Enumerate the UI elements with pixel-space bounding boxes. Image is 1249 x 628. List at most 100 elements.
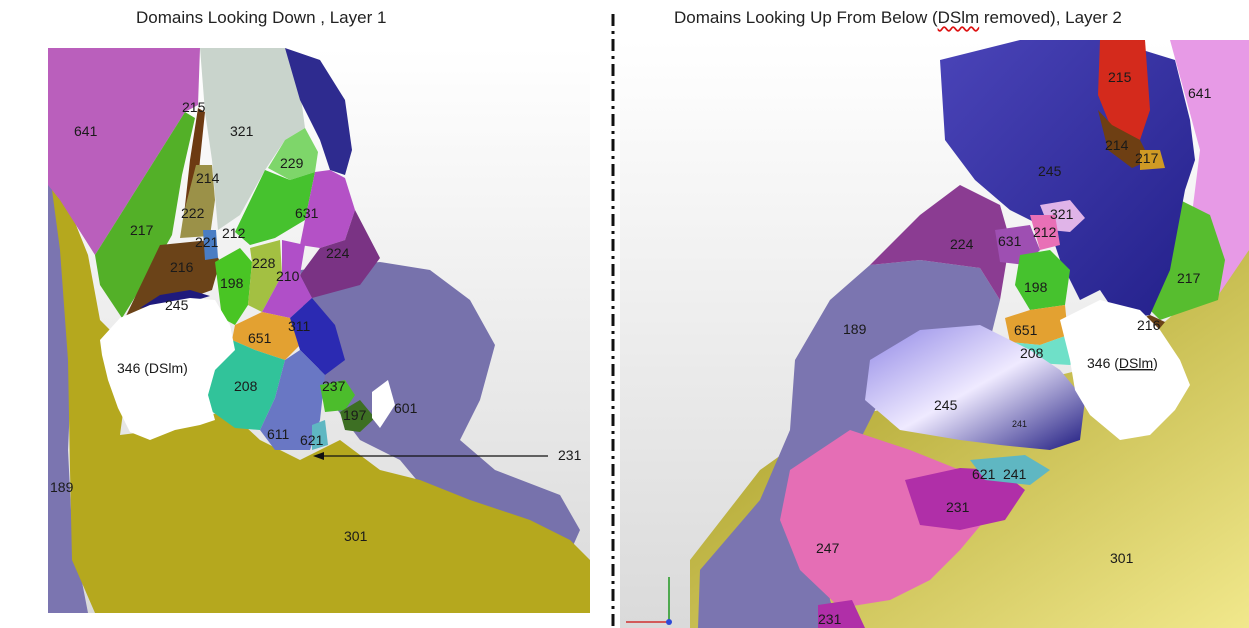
- label-241-right: 241: [1003, 466, 1027, 482]
- domain-217-right-small: [1140, 150, 1165, 170]
- label-217-right-green: 217: [1177, 270, 1201, 286]
- label-217-right-top: 217: [1135, 150, 1159, 166]
- label-601: 601: [394, 400, 418, 416]
- label-217-left: 217: [130, 222, 154, 238]
- label-321-left: 321: [230, 123, 254, 139]
- label-231-left: 231: [558, 447, 582, 463]
- label-215-left: 215: [182, 99, 206, 115]
- hole-highlight-left: [372, 380, 395, 428]
- label-237: 237: [322, 378, 346, 394]
- label-651-left: 651: [248, 330, 272, 346]
- label-214-left: 214: [196, 170, 220, 186]
- label-215-right: 215: [1108, 69, 1132, 85]
- label-212-right: 212: [1033, 224, 1057, 240]
- domain-651-right: [1005, 305, 1068, 345]
- domain-224-left: [300, 210, 380, 298]
- label-301-right: 301: [1110, 550, 1134, 566]
- label-224-left: 224: [326, 245, 350, 261]
- label-224-right: 224: [950, 236, 974, 252]
- domain-198-right: [1015, 250, 1070, 310]
- label-631-right: 631: [998, 233, 1022, 249]
- label-641-right: 641: [1188, 85, 1212, 101]
- domain-631-left: [300, 170, 355, 248]
- label-231-right: 231: [946, 499, 970, 515]
- label-229: 229: [280, 155, 304, 171]
- left-panel: [48, 48, 590, 613]
- label-346-right-suffix: ): [1153, 355, 1158, 371]
- label-621-right: 621: [972, 466, 996, 482]
- domain-215-right: [1098, 40, 1150, 140]
- right-title-prefix: Domains Looking Up From Below (: [674, 8, 938, 27]
- domain-621-241: [970, 455, 1050, 485]
- label-222: 222: [181, 205, 205, 221]
- domain-229: [268, 128, 318, 180]
- label-321-right: 321: [1050, 206, 1074, 222]
- label-216-right: 216: [1137, 317, 1161, 333]
- hole-346-right: [1060, 300, 1190, 440]
- label-214-right: 214: [1105, 137, 1129, 153]
- domain-217-left: [95, 112, 195, 318]
- label-221: 221: [195, 234, 219, 250]
- label-245-right-top: 245: [1038, 163, 1062, 179]
- label-210: 210: [276, 268, 300, 284]
- label-301-left: 301: [344, 528, 368, 544]
- label-611: 611: [267, 426, 290, 442]
- label-245-left: 245: [165, 297, 189, 313]
- hole-346-left: [100, 298, 235, 440]
- right-labels: 215 641 214 217 245 321 224 631 212 217 …: [816, 69, 1212, 627]
- domain-217-right-green: [1150, 200, 1225, 320]
- domain-210: [262, 240, 312, 318]
- domain-641-right: [1170, 40, 1249, 300]
- label-208-left: 208: [234, 378, 258, 394]
- label-208-right: 208: [1020, 345, 1044, 361]
- label-198-left: 198: [220, 275, 244, 291]
- domain-245-left: [140, 290, 210, 308]
- domain-621-left: [312, 420, 328, 450]
- domain-237: [320, 380, 355, 412]
- right-title-dslm: DSlm: [937, 8, 980, 27]
- domain-245-right-bottom: [865, 325, 1085, 450]
- label-189-left: 189: [50, 479, 74, 495]
- domain-228: [248, 240, 282, 312]
- domain-212-right: [1030, 215, 1060, 250]
- label-631-left: 631: [295, 205, 319, 221]
- label-216-left: 216: [170, 259, 194, 275]
- label-346-left: 346 (DSlm): [117, 360, 188, 376]
- label-247: 247: [816, 540, 840, 556]
- domain-231-bottom: [818, 600, 865, 628]
- label-212-left: 212: [222, 225, 246, 241]
- left-labels: 641 215 321 229 214 222 221 212 631 217 …: [50, 99, 582, 544]
- label-189-right: 189: [843, 321, 867, 337]
- arrow-231-head: [313, 452, 324, 460]
- domain-321-left: [200, 48, 305, 230]
- domain-651-left: [232, 312, 300, 360]
- domain-214-right: [1098, 110, 1150, 168]
- label-641-left: 641: [74, 123, 98, 139]
- label-228: 228: [252, 255, 276, 271]
- label-197: 197: [343, 407, 367, 423]
- domain-311: [290, 298, 345, 375]
- domain-197: [340, 400, 375, 432]
- right-panel: [620, 40, 1249, 628]
- domain-221: [203, 230, 218, 260]
- label-241-small: 241: [1012, 419, 1027, 429]
- label-346-right-prefix: 346 (: [1087, 355, 1119, 371]
- right-panel-title: Domains Looking Up From Below (DSlm remo…: [674, 8, 1122, 28]
- domain-601: [300, 262, 580, 548]
- label-651-right: 651: [1014, 322, 1038, 338]
- domain-212-green: [235, 170, 315, 245]
- domain-navy-edge-left: [285, 48, 352, 175]
- domain-231-right: [905, 468, 1025, 530]
- axis-triad-right: [626, 577, 672, 625]
- label-346-right-dslm: DSlm: [1119, 355, 1153, 371]
- domain-641-left: [48, 48, 200, 255]
- right-title-suffix: removed), Layer 2: [979, 8, 1122, 27]
- label-231-bottom: 231: [818, 611, 842, 627]
- left-panel-title: Domains Looking Down , Layer 1: [136, 8, 387, 27]
- domain-224-right: [870, 185, 1010, 300]
- label-311: 311: [288, 318, 311, 334]
- domain-198-left: [215, 248, 252, 325]
- domain-189-left: [48, 150, 88, 613]
- label-346-right: 346 (DSlm): [1087, 355, 1158, 371]
